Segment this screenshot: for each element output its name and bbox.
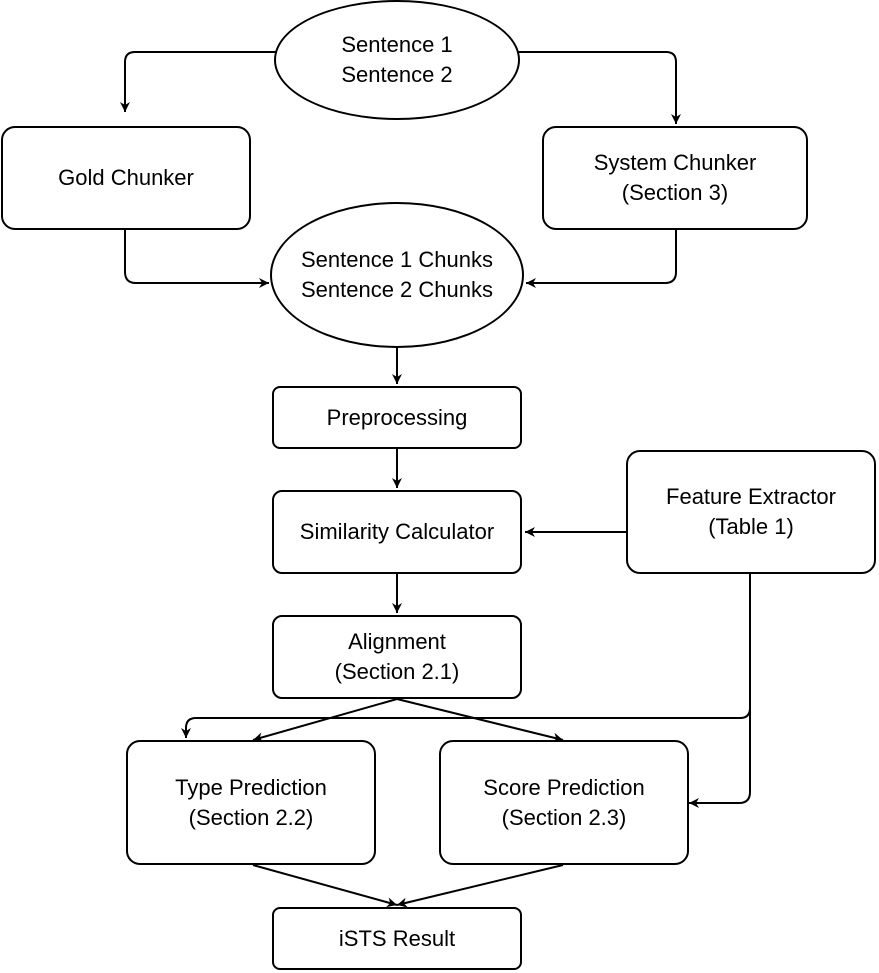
score-prediction-line-2: (Section 2.3) bbox=[501, 804, 627, 830]
gold-chunker-node: Gold Chunker bbox=[1, 126, 251, 230]
type-prediction-line-2: (Section 2.2) bbox=[188, 804, 314, 830]
edge-feature-extractor-to-score-prediction bbox=[689, 700, 751, 808]
system-chunker-line-2: (Section 3) bbox=[621, 180, 729, 205]
chunks-line-1: Sentence 1 Chunks bbox=[300, 247, 494, 272]
alignment-line-2: (Section 2.1) bbox=[334, 659, 460, 684]
alignment-node: Alignment (Section 2.1) bbox=[272, 615, 522, 699]
edge-alignment-to-score-prediction bbox=[396, 698, 564, 743]
chunks-node: Sentence 1 Chunks Sentence 2 Chunks bbox=[270, 202, 524, 348]
similarity-calculator-label: Similarity Calculator bbox=[299, 519, 495, 544]
score-prediction-line-1: Score Prediction bbox=[483, 774, 645, 800]
system-chunker-node: System Chunker (Section 3) bbox=[542, 126, 808, 230]
edge-score-prediction-to-result bbox=[396, 864, 564, 908]
sentences-line-2: Sentence 2 bbox=[341, 62, 453, 87]
type-prediction-line-1: Type Prediction bbox=[175, 774, 327, 800]
feature-extractor-node: Feature Extractor (Table 1) bbox=[626, 450, 876, 574]
ists-result-label: iSTS Result bbox=[338, 925, 456, 951]
edge-sentences-to-gold-chunker bbox=[120, 51, 278, 112]
edge-alignment-to-type-prediction bbox=[252, 698, 398, 743]
system-chunker-line-1: System Chunker bbox=[593, 150, 757, 175]
score-prediction-node: Score Prediction (Section 2.3) bbox=[439, 740, 689, 865]
sentences-node: Sentence 1 Sentence 2 bbox=[274, 0, 520, 120]
type-prediction-node: Type Prediction (Section 2.2) bbox=[126, 740, 376, 865]
feature-extractor-line-2: (Table 1) bbox=[708, 514, 794, 539]
preprocessing-label: Preprocessing bbox=[326, 404, 468, 430]
chunks-line-2: Sentence 2 Chunks bbox=[300, 277, 494, 302]
similarity-calculator-node: Similarity Calculator bbox=[272, 490, 522, 574]
edge-sentences-to-system-chunker bbox=[518, 51, 681, 124]
gold-chunker-label: Gold Chunker bbox=[58, 165, 194, 190]
edge-gold-chunker-to-chunks bbox=[124, 230, 269, 288]
edge-type-prediction-to-result bbox=[252, 864, 398, 908]
preprocessing-node: Preprocessing bbox=[272, 386, 522, 449]
feature-extractor-line-1: Feature Extractor bbox=[666, 484, 836, 509]
ists-result-node: iSTS Result bbox=[272, 907, 522, 970]
sentences-line-1: Sentence 1 bbox=[341, 32, 453, 57]
alignment-line-1: Alignment bbox=[348, 629, 446, 654]
edge-system-chunker-to-chunks bbox=[526, 230, 677, 288]
